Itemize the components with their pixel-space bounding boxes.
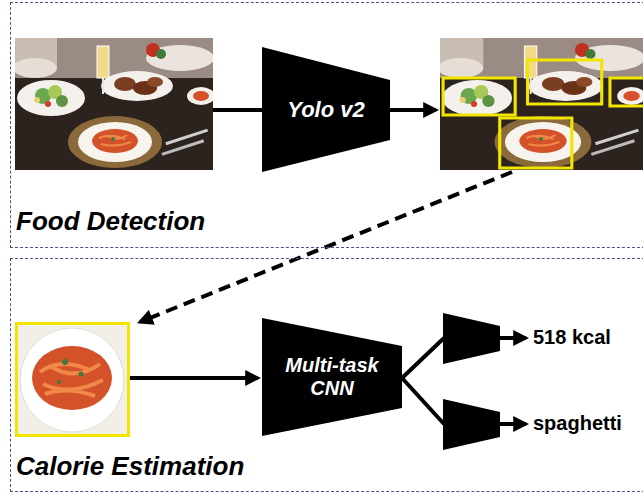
detected-photo	[438, 38, 643, 170]
network-block: Multi-task CNN	[262, 318, 402, 436]
output-heads	[443, 313, 500, 450]
output-label: 518 kcal	[533, 325, 611, 349]
text-holder: Yolo v2	[262, 47, 390, 172]
dashed-panel: Yolo v2 Food Detection	[10, 2, 643, 248]
detection-boxes	[443, 60, 643, 168]
block-label: Multi-task CNN	[272, 354, 392, 400]
trapezoid-fill	[262, 318, 402, 436]
text-holder: Food Detection	[16, 206, 205, 237]
table-photo	[13, 38, 215, 170]
dashed-panel: Multi-task CNN Calorie Estimation	[10, 258, 643, 492]
trapezoid-fill	[262, 47, 390, 172]
table-photo	[438, 38, 643, 170]
text-holder: Multi-task CNN	[262, 318, 402, 436]
panel-heading: Food Detection	[16, 206, 205, 237]
text-holder: Calorie Estimation	[16, 451, 244, 482]
panel-heading: Calorie Estimation	[16, 451, 244, 482]
output-label: spaghetti	[533, 411, 622, 435]
cropped-dish	[15, 322, 130, 437]
network-block: Yolo v2	[262, 47, 390, 172]
block-label: Yolo v2	[287, 97, 364, 122]
